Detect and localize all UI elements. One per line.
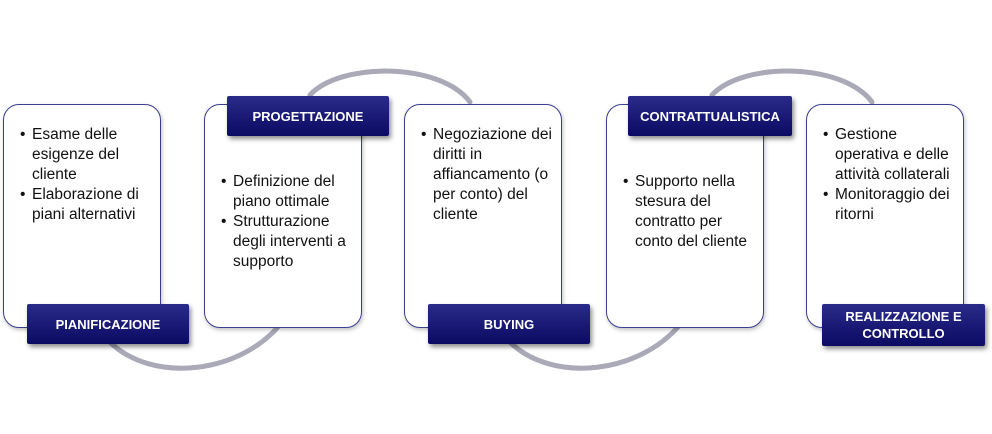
list-item: Gestione operativa e delle attività coll… [823,125,957,185]
connector-arc-3-4 [505,315,688,371]
step-label-pianificazione: PIANIFICAZIONE [27,304,189,344]
list-item: Monitoraggio dei ritorni [823,185,957,225]
step-items: Gestione operativa e delle attività coll… [823,125,957,225]
step-card-realizzazione: Gestione operativa e delle attività coll… [806,104,964,328]
step-card-progettazione: Definizione del piano ottimale Struttura… [204,104,362,328]
step-card-pianificazione: Esame delle esigenze del cliente Elabora… [3,104,161,328]
step-label-buying: BUYING [428,304,590,344]
step-label-progettazione: PROGETTAZIONE [227,96,389,136]
list-item: Supporto nella stesura del contratto per… [623,172,757,252]
step-card-buying: Negoziazione dei diritti in affiancament… [404,104,562,328]
step-items: Esame delle esigenze del cliente Elabora… [20,125,154,225]
list-item: Negoziazione dei diritti in affiancament… [421,125,555,225]
step-items: Supporto nella stesura del contratto per… [623,172,757,252]
step-label-contrattualistica: CONTRATTUALISTICA [628,96,792,136]
step-items: Negoziazione dei diritti in affiancament… [421,125,555,225]
connector-arc-2-3 [307,68,473,105]
list-item: Strutturazione degli interventi a suppor… [221,212,355,272]
list-item: Esame delle esigenze del cliente [20,125,154,185]
list-item: Definizione del piano ottimale [221,172,355,212]
step-card-contrattualistica: Supporto nella stesura del contratto per… [606,104,764,328]
step-label-realizzazione-e-controllo: REALIZZAZIONE E CONTROLLO [822,304,985,346]
list-item: Elaborazione di piani alternativi [20,185,154,225]
step-items: Definizione del piano ottimale Struttura… [221,172,355,272]
connector-arc-4-5 [709,68,875,105]
connector-arc-1-2 [105,315,288,371]
